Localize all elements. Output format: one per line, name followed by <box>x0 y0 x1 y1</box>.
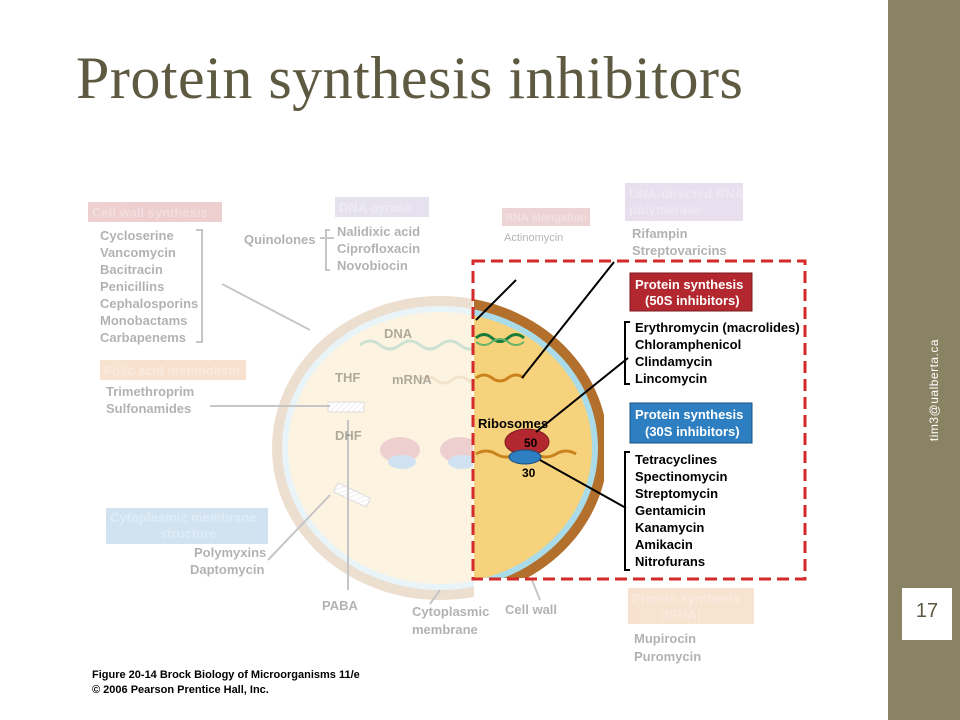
trna-drug: Puromycin <box>634 649 701 664</box>
protein-50s-drug: Chloramphenicol <box>635 337 741 352</box>
dna-directed-header: polymerase <box>629 202 701 217</box>
dna-directed-drug: Streptovaricins <box>632 243 727 258</box>
cell-label-cell-wall: Cell wall <box>505 602 557 617</box>
cell-label-dna: DNA <box>384 326 413 341</box>
cell-label-thf: THF <box>335 370 360 385</box>
quinolones-label: Quinolones <box>244 232 316 247</box>
ribosomes-label: Ribosomes <box>478 416 548 431</box>
protein-30s-drug: Tetracyclines <box>635 452 717 467</box>
faded-cell-left <box>88 183 754 624</box>
protein-50s-drug: Clindamycin <box>635 354 712 369</box>
cell-slice <box>474 299 604 578</box>
dna-gyrase-header: DNA gyrase <box>339 200 412 215</box>
rna-elongation-drug: Actinomycin <box>504 232 563 244</box>
cell-label-membrane: membrane <box>412 622 478 637</box>
rna-elongation-header: RNA elongation <box>505 212 587 224</box>
page-number: 17 <box>915 600 939 622</box>
cell-wall-drug: Carbapenems <box>100 330 186 345</box>
cell-wall-drug: Bacitracin <box>100 262 163 277</box>
protein-50s-header-box <box>629 272 753 312</box>
membrane-header: Cytoplasmic membrane <box>110 510 257 525</box>
cell-wall-header: Cell wall synthesis <box>92 205 208 220</box>
dna-gyrase-drug: Novobiocin <box>337 258 408 273</box>
protein-30s-drug: Nitrofurans <box>635 554 705 569</box>
ribosome-30s-label: 30 <box>522 466 536 480</box>
cell-label-mrna: mRNA <box>392 372 432 387</box>
membrane-drug: Polymyxins <box>194 545 266 560</box>
trna-drug: Mupirocin <box>634 631 696 646</box>
cell-label-dhf: DHF <box>335 428 362 443</box>
protein-30s-drug: Spectinomycin <box>635 469 728 484</box>
protein-30s-drug: Kanamycin <box>635 520 704 535</box>
cell-label-membrane: Cytoplasmic <box>412 604 489 619</box>
cell-label-paba: PABA <box>322 598 358 613</box>
trna-header: (tRNA) <box>660 607 701 622</box>
folic-drug: Trimethroprim <box>106 384 194 399</box>
folic-drug: Sulfonamides <box>106 401 191 416</box>
protein-30s-header: (30S inhibitors) <box>645 424 740 439</box>
cell-wall-drug: Vancomycin <box>100 245 176 260</box>
ribosome-50s-label: 50 <box>524 436 538 450</box>
folic-header: Folic acid metabolism <box>104 363 240 378</box>
cell-wall-drug: Cycloserine <box>100 228 174 243</box>
membrane-drug: Daptomycin <box>190 562 264 577</box>
author-email: tim3@ualberta.ca <box>927 338 941 442</box>
trna-header: Protein synthesis <box>632 591 740 606</box>
protein-30s-drug: Amikacin <box>635 537 693 552</box>
protein-50s-header: (50S inhibitors) <box>645 293 740 308</box>
dna-directed-header: DNA-directed RNA <box>629 186 744 201</box>
dna-gyrase-drug: Ciprofloxacin <box>337 241 420 256</box>
dna-gyrase-drug: Nalidixic acid <box>337 224 420 239</box>
antibiotic-targets-figure: Cell wall synthesis Cycloserine Vancomyc… <box>88 183 807 696</box>
figure-caption: Figure 20-14 Brock Biology of Microorgan… <box>92 669 360 681</box>
cell-wall-drug: Monobactams <box>100 313 187 328</box>
cell-wall-drug: Penicillins <box>100 279 164 294</box>
cell-wall-drug: Cephalosporins <box>100 296 198 311</box>
protein-50s-header: Protein synthesis <box>635 277 743 292</box>
protein-30s-header: Protein synthesis <box>635 407 743 422</box>
protein-50s-drug: Lincomycin <box>635 371 707 386</box>
page-number-box <box>900 588 954 640</box>
protein-30s-header-box <box>629 402 753 444</box>
slide-title: Protein synthesis inhibitors <box>76 45 744 111</box>
protein-30s-drug: Streptomycin <box>635 486 718 501</box>
protein-50s-drug: Erythromycin (macrolides) <box>635 320 800 335</box>
figure-caption: © 2006 Pearson Prentice Hall, Inc. <box>92 684 269 696</box>
dna-directed-drug: Rifampin <box>632 226 688 241</box>
highlight-dashed-border <box>471 259 807 581</box>
protein-30s-drug: Gentamicin <box>635 503 706 518</box>
membrane-header: structure <box>160 526 216 541</box>
